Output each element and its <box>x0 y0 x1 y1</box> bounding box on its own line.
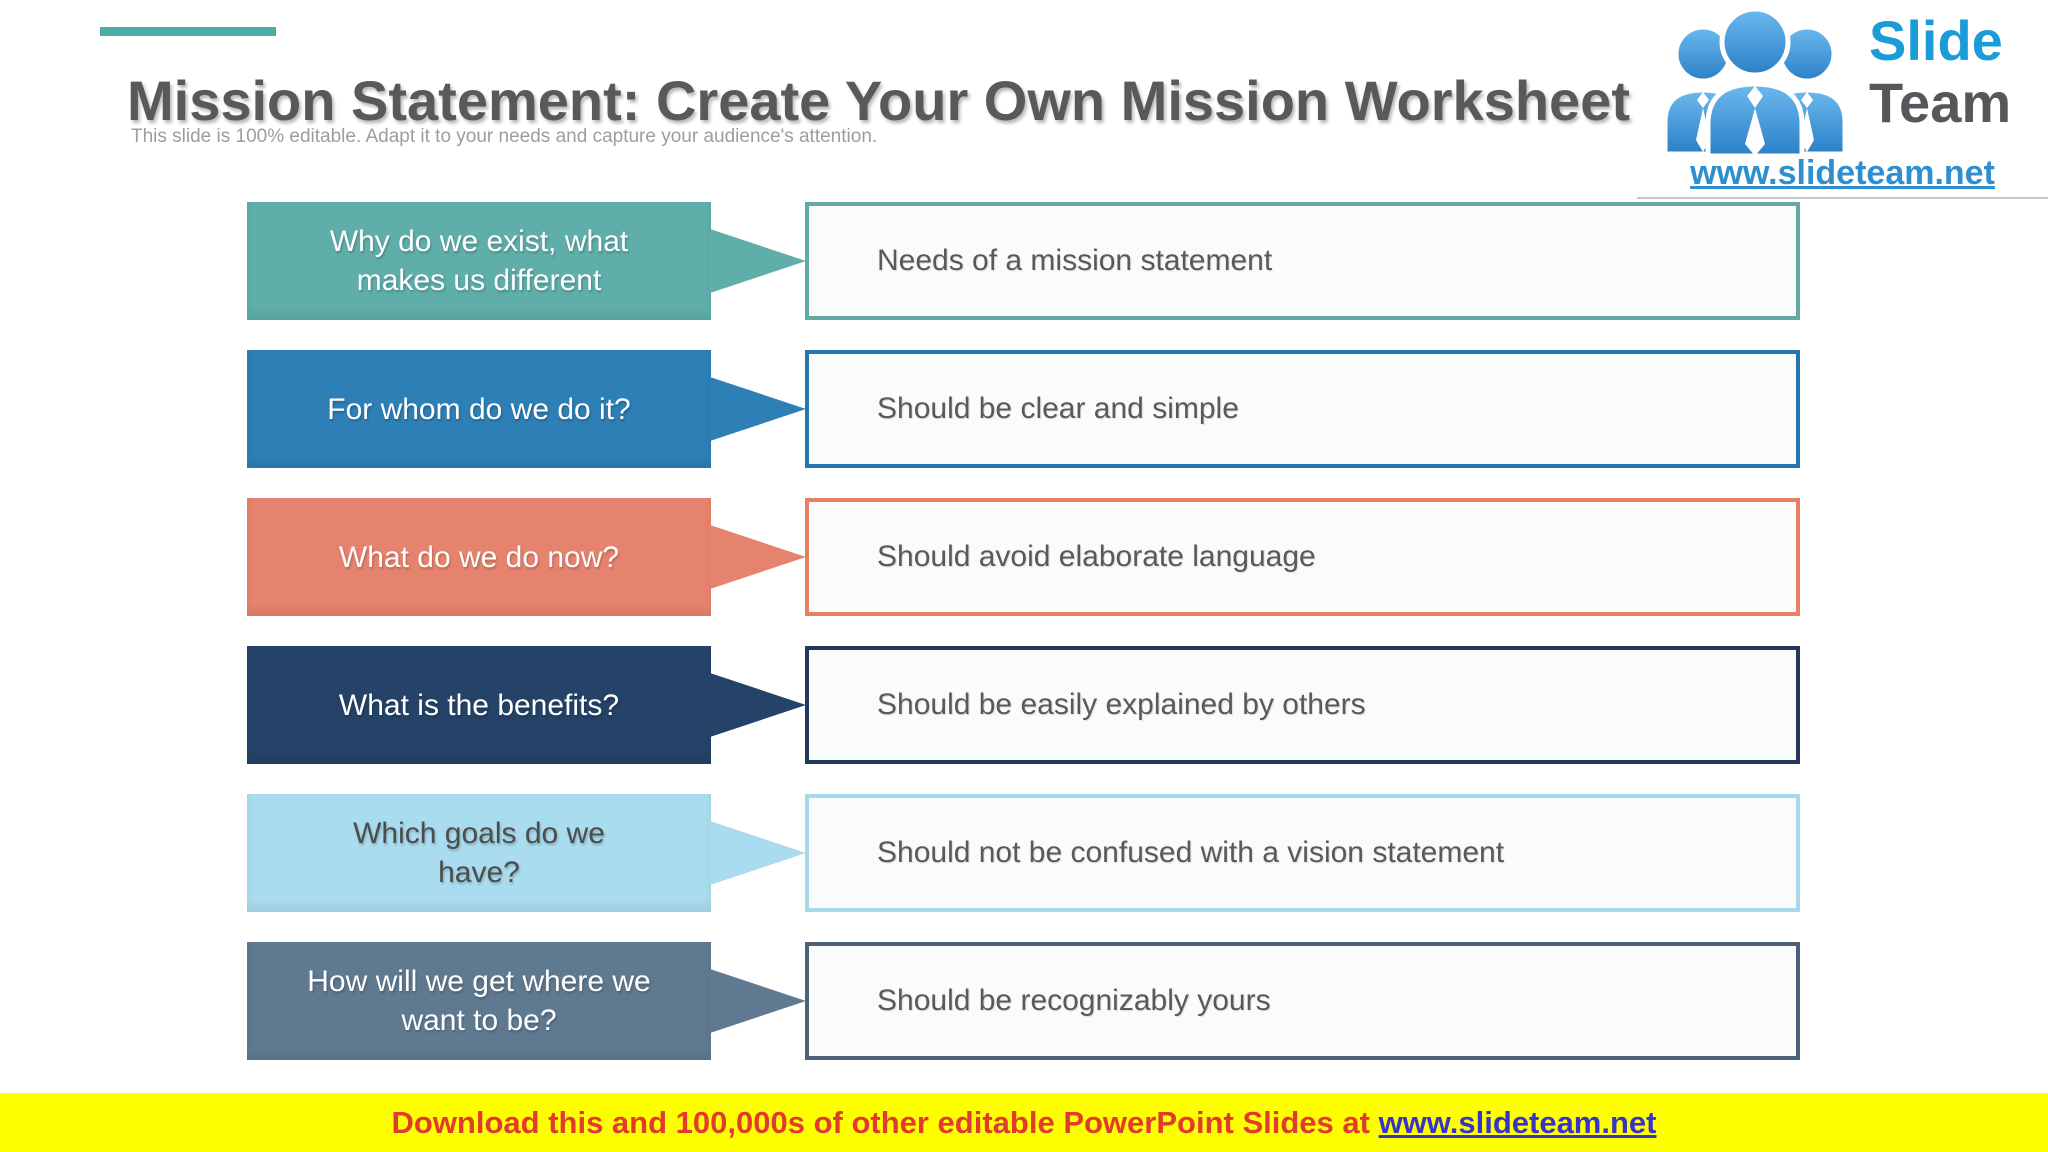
question-label: How will we get where we want to be? <box>307 965 651 1037</box>
arrow-pointer-icon <box>710 969 806 1033</box>
worksheet-row: Which goals do we have? Should not be co… <box>0 794 2048 912</box>
question-label: What is the benefits? <box>338 688 620 722</box>
question-box: What do we do now? <box>247 498 711 616</box>
question-box: How will we get where we want to be? <box>247 942 711 1060</box>
statement-label: Should be clear and simple <box>877 392 1239 425</box>
statement-label: Should avoid elaborate language <box>877 540 1316 573</box>
brand-line2: Team <box>1869 71 2012 134</box>
worksheet-row: What do we do now? Should avoid elaborat… <box>0 498 2048 616</box>
arrow-pointer-icon <box>710 525 806 589</box>
question-label: Which goals do we have? <box>353 817 605 889</box>
worksheet-row: Why do we exist, what makes us different… <box>0 202 2048 320</box>
arrow-pointer-icon <box>710 673 806 737</box>
statement-label: Should not be confused with a vision sta… <box>877 836 1505 869</box>
promo-banner-text: Download this and 100,000s of other edit… <box>391 1104 1379 1140</box>
statement-label: Should be recognizably yours <box>877 984 1271 1017</box>
worksheet-row: What is the benefits? Should be easily e… <box>0 646 2048 764</box>
question-box: What is the benefits? <box>247 646 711 764</box>
arrow-pointer-icon <box>710 229 806 293</box>
question-label: Why do we exist, what makes us different <box>329 225 629 297</box>
statement-label: Needs of a mission statement <box>877 244 1273 277</box>
statement-box: Should avoid elaborate language <box>805 498 1800 616</box>
worksheet-row: How will we get where we want to be? Sho… <box>0 942 2048 1060</box>
question-box: Why do we exist, what makes us different <box>247 202 711 320</box>
brand-line1: Slide <box>1869 9 2003 72</box>
statement-box: Needs of a mission statement <box>805 202 1800 320</box>
statement-box: Should not be confused with a vision sta… <box>805 794 1800 912</box>
statement-label: Should be easily explained by others <box>877 688 1366 721</box>
statement-box: Should be easily explained by others <box>805 646 1800 764</box>
page-title: Mission Statement: Create Your Own Missi… <box>127 68 1630 132</box>
statement-box: Should be recognizably yours <box>805 942 1800 1060</box>
promo-banner-link[interactable]: www.slideteam.net <box>1378 1104 1657 1140</box>
arrow-pointer-icon <box>710 821 806 885</box>
worksheet-row: For whom do we do it? Should be clear an… <box>0 350 2048 468</box>
statement-box: Should be clear and simple <box>805 350 1800 468</box>
page-subtitle: This slide is 100% editable. Adapt it to… <box>131 126 878 147</box>
logo-url-link[interactable]: www.slideteam.net <box>1690 154 1995 192</box>
people-icon <box>1662 6 1848 156</box>
arrow-pointer-icon <box>710 377 806 441</box>
promo-banner: Download this and 100,000s of other edit… <box>0 1093 2048 1152</box>
brand-wordmark: Slide Team <box>1869 10 2011 134</box>
question-label: For whom do we do it? <box>327 392 631 426</box>
question-box: For whom do we do it? <box>247 350 711 468</box>
question-box: Which goals do we have? <box>247 794 711 912</box>
title-accent-bar <box>100 27 276 36</box>
slideteam-logo: Slide Team www.slideteam.net <box>1637 0 2048 199</box>
question-label: What do we do now? <box>338 540 620 574</box>
